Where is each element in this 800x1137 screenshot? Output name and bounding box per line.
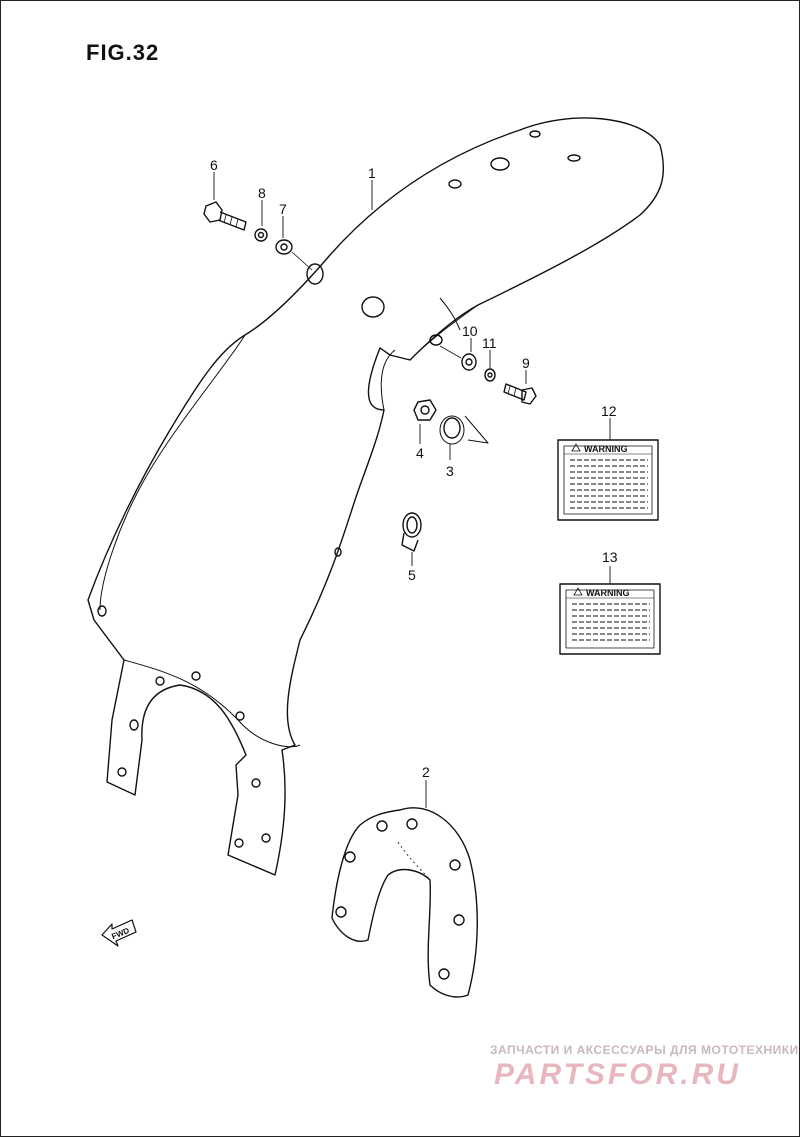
clamp-part-5 [401, 512, 422, 552]
lock-washer-part-11 [484, 368, 496, 382]
rear-fender-part-1 [87, 117, 665, 876]
watermark-tagline: ЗАПЧАСТИ И АКСЕССУАРЫ ДЛЯ МОТОТЕХНИКИ [490, 1043, 799, 1057]
warning-label-part-12 [557, 439, 659, 521]
watermark-logo: PARTSFOR.RU [494, 1058, 741, 1091]
callout-13: 13 [602, 549, 618, 565]
callout-12: 12 [601, 403, 617, 419]
warning-label-part-13 [559, 583, 661, 655]
inner-plate-part-2 [331, 807, 478, 998]
bolt-part-6 [203, 201, 247, 231]
callout-1: 1 [368, 165, 376, 181]
warning-label-13-title: WARNING [586, 588, 630, 598]
callout-7: 7 [279, 201, 287, 217]
warning-triangle-icon [571, 443, 581, 452]
washer-part-10 [439, 345, 477, 371]
fwd-arrow-icon [101, 919, 137, 947]
callout-11: 11 [482, 335, 497, 351]
grommet-part-3 [439, 415, 489, 445]
callout-9: 9 [522, 355, 530, 371]
callout-8: 8 [258, 185, 266, 201]
callout-6: 6 [210, 157, 218, 173]
callout-4: 4 [416, 445, 424, 461]
warning-label-12-title: WARNING [584, 444, 628, 454]
bolt-part-9 [503, 383, 537, 405]
callout-2: 2 [422, 764, 430, 780]
figure-title: FIG.32 [86, 40, 160, 65]
warning-triangle-icon [573, 587, 583, 596]
lock-washer-part-8 [254, 228, 268, 242]
callout-3: 3 [446, 463, 454, 479]
nut-part-4 [413, 399, 437, 421]
washer-part-7 [275, 239, 313, 271]
callout-5: 5 [408, 567, 416, 583]
callout-10: 10 [462, 323, 478, 339]
leader-lines [213, 172, 611, 808]
